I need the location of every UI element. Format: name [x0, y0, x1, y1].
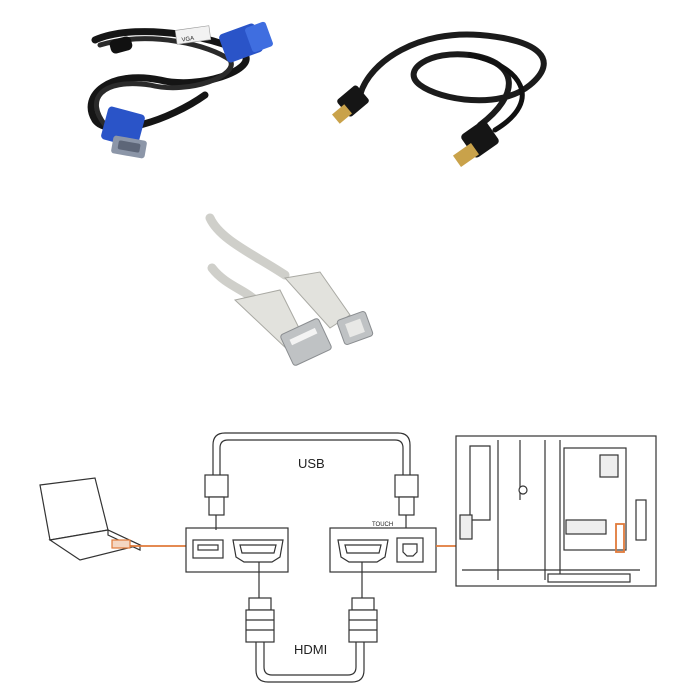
hdmi-plug-right [348, 562, 378, 643]
hdmi-plug-left [245, 562, 275, 643]
hdmi-cable-photo [332, 31, 547, 168]
hdmi-connector-left [332, 85, 369, 124]
display-rear-panel [455, 435, 657, 587]
usb-b-plug [284, 271, 374, 346]
usb-plug-right [394, 474, 419, 528]
usb-cable-line [212, 432, 411, 475]
display-port-box [329, 527, 437, 573]
hdmi-cable-line [255, 640, 365, 683]
vga-cable-photo: VGA [87, 21, 273, 159]
hdmi-connector-right [452, 120, 499, 168]
vga-connector-bottom [101, 106, 147, 159]
usb-label: USB [298, 456, 325, 471]
vga-connector-top [219, 21, 273, 63]
usb-a-plug [233, 289, 332, 366]
touch-port-highlight [615, 523, 625, 553]
vga-tag-label: VGA [181, 36, 194, 44]
hdmi-label: HDMI [294, 642, 327, 657]
computer-port-box [185, 527, 289, 573]
usb-cable-photo [205, 213, 374, 366]
laptop-icon [39, 477, 142, 561]
connection-diagram [39, 432, 657, 683]
usb-plug-left [204, 474, 229, 530]
usb-b-port [396, 537, 424, 563]
touch-label: TOUCH [372, 522, 393, 528]
